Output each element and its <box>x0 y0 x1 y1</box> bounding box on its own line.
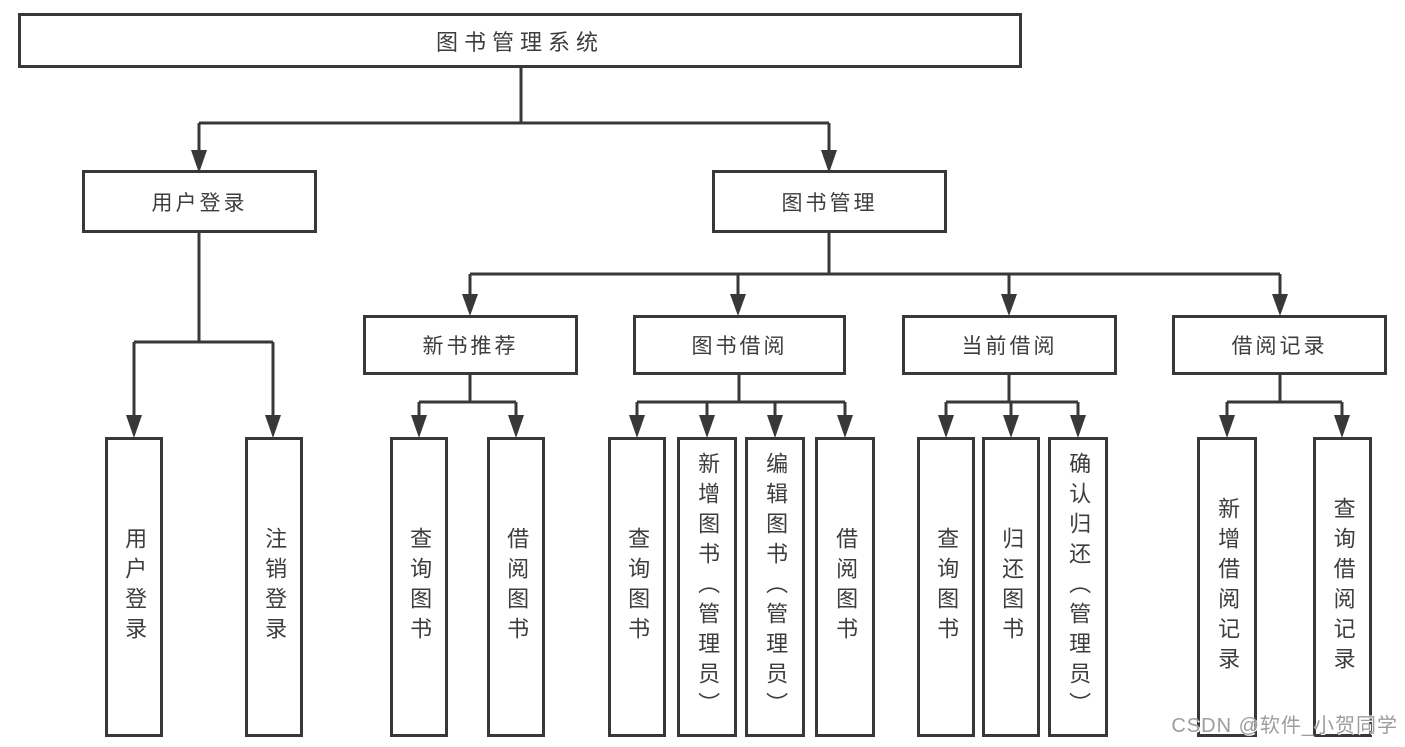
csdn-watermark: CSDN @软件_小贺同学 <box>1171 715 1398 737</box>
node-current-borrowing: 当前借阅 <box>902 315 1117 375</box>
leaf-user-login: 用户登录 <box>105 437 163 737</box>
leaf-add-borrow-record: 新增借阅记录 <box>1197 437 1257 737</box>
node-user-login-label: 用户登录 <box>151 191 248 215</box>
leaf-add-books-admin: 新增图书（管理员） <box>677 437 737 737</box>
leaf-user-login-label: 用户登录 <box>122 527 148 647</box>
arrow-down-icon <box>1003 415 1019 438</box>
arrow-down-icon <box>730 294 746 316</box>
leaf-query-books-borrow: 查询图书 <box>608 437 666 737</box>
node-book-management: 图书管理 <box>712 170 947 233</box>
node-current-borrowing-label: 当前借阅 <box>961 335 1058 358</box>
arrow-down-icon <box>1334 415 1350 438</box>
node-book-management-label: 图书管理 <box>781 191 878 215</box>
connector-borrowing-records <box>1225 375 1344 418</box>
node-user-login: 用户登录 <box>82 170 317 233</box>
leaf-confirm-return-admin: 确认归还（管理员） <box>1048 437 1108 737</box>
connector-book-management <box>468 233 1282 296</box>
leaf-logout: 注销登录 <box>245 437 303 737</box>
arrow-down-icon <box>699 415 715 438</box>
arrow-down-icon <box>1272 294 1288 316</box>
leaf-query-borrow-record: 查询借阅记录 <box>1313 437 1372 737</box>
arrow-down-icon <box>938 415 954 438</box>
leaf-query-books-recommend: 查询图书 <box>390 437 448 737</box>
arrow-down-icon <box>1001 294 1017 316</box>
arrow-down-icon <box>508 415 524 438</box>
leaf-borrow-books-recommend: 借阅图书 <box>487 437 545 737</box>
node-new-book-recommendation-label: 新书推荐 <box>422 335 519 358</box>
leaf-query-books-current: 查询图书 <box>917 437 975 737</box>
arrow-down-icon <box>837 415 853 438</box>
leaf-confirm-return-admin-label: 确认归还（管理员） <box>1066 452 1092 722</box>
leaf-return-books: 归还图书 <box>982 437 1040 737</box>
leaf-query-borrow-record-label: 查询借阅记录 <box>1330 497 1356 677</box>
arrow-down-icon <box>126 415 142 438</box>
arrow-down-icon <box>411 415 427 438</box>
node-borrowing-records-label: 借阅记录 <box>1231 335 1328 358</box>
leaf-edit-books-admin-label: 编辑图书（管理员） <box>763 452 789 722</box>
arrow-down-icon <box>191 150 207 173</box>
node-book-borrowing-label: 图书借阅 <box>691 335 788 358</box>
arrow-down-icon <box>462 294 478 316</box>
arrow-down-icon <box>767 415 783 438</box>
connector-root <box>197 68 831 152</box>
leaf-edit-books-admin: 编辑图书（管理员） <box>745 437 805 737</box>
connector-new-book-recommendation <box>417 375 518 418</box>
node-root: 图书管理系统 <box>18 13 1022 68</box>
leaf-add-borrow-record-label: 新增借阅记录 <box>1215 497 1241 677</box>
leaf-borrow-books-recommend-label: 借阅图书 <box>504 527 530 647</box>
connector-current-borrowing <box>944 375 1080 418</box>
leaf-query-books-recommend-label: 查询图书 <box>407 527 433 647</box>
arrow-down-icon <box>1219 415 1235 438</box>
leaf-return-books-label: 归还图书 <box>999 527 1025 647</box>
leaf-borrow-books-label: 借阅图书 <box>833 527 859 647</box>
arrow-down-icon <box>265 415 281 438</box>
leaf-logout-label: 注销登录 <box>262 527 288 647</box>
connector-book-borrowing <box>635 375 847 418</box>
node-new-book-recommendation: 新书推荐 <box>363 315 578 375</box>
leaf-query-books-current-label: 查询图书 <box>934 527 960 647</box>
node-borrowing-records: 借阅记录 <box>1172 315 1387 375</box>
node-root-label: 图书管理系统 <box>435 29 604 55</box>
arrow-down-icon <box>821 150 837 173</box>
leaf-add-books-admin-label: 新增图书（管理员） <box>695 452 721 722</box>
arrow-down-icon <box>629 415 645 438</box>
node-book-borrowing: 图书借阅 <box>633 315 846 375</box>
arrow-down-icon <box>1070 415 1086 438</box>
connector-user-login <box>132 233 275 418</box>
leaf-borrow-books: 借阅图书 <box>815 437 875 737</box>
leaf-query-books-borrow-label: 查询图书 <box>625 527 651 647</box>
